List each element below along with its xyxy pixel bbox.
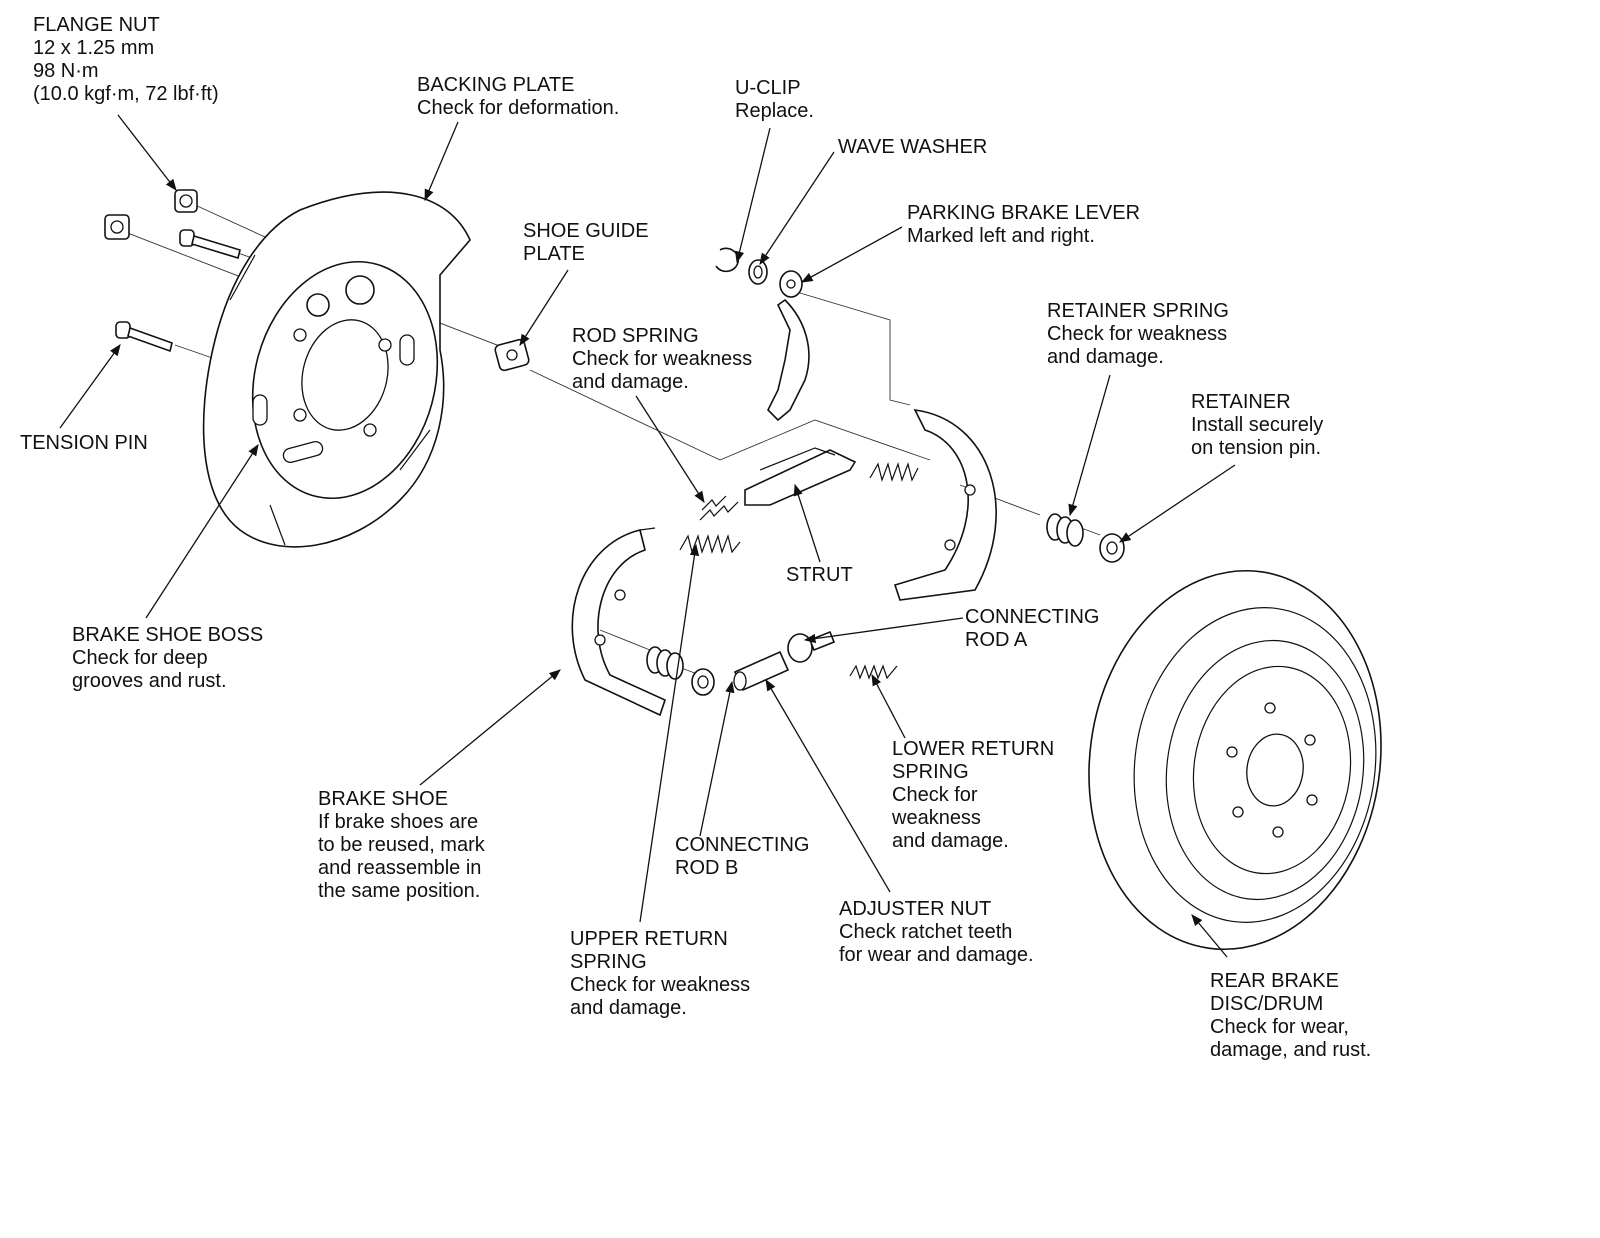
label-note: and damage. — [570, 997, 687, 1019]
adjuster-shape — [733, 630, 836, 692]
label-rod-spring: ROD SPRING Check for weakness and damage… — [572, 325, 752, 394]
label-u-clip: U-CLIP Replace. — [735, 77, 814, 123]
leader-lines — [59, 114, 1236, 958]
label-retainer-spring: RETAINER SPRING Check for weakness and d… — [1047, 300, 1229, 369]
label-note: DISC/DRUM — [1210, 993, 1324, 1015]
label-note: 12 x 1.25 mm — [33, 37, 155, 59]
label-title: SHOE GUIDE — [523, 220, 649, 242]
label-note: Check ratchet teeth — [839, 921, 1013, 943]
label-note: (10.0 kgf·m, 72 lbf·ft) — [33, 83, 219, 105]
shoe-spring-shape — [869, 461, 919, 483]
label-title: PARKING BRAKE LEVER — [907, 202, 1141, 224]
label-note: weakness — [892, 807, 981, 829]
label-note: grooves and rust. — [72, 670, 227, 692]
bolt-shape — [179, 229, 241, 260]
shoe-guide-plate-shape — [494, 338, 530, 372]
label-title: CONNECTING — [965, 606, 1100, 628]
label-connecting-rod-a: CONNECTING ROD A — [965, 606, 1099, 652]
lower-return-spring-shape — [849, 664, 898, 680]
tension-pin-shape — [115, 321, 173, 353]
label-title: LOWER RETURN — [892, 738, 1055, 760]
label-title: FLANGE NUT — [33, 14, 160, 36]
label-title: WAVE WASHER — [838, 136, 988, 158]
label-note: and damage. — [892, 830, 1009, 852]
u-clip-shape — [715, 247, 739, 273]
retainer-spring-shape — [1046, 513, 1084, 547]
label-retainer: RETAINER Install securely on tension pin… — [1191, 391, 1323, 460]
label-note: SPRING — [570, 951, 647, 973]
label-note: ROD A — [965, 629, 1028, 651]
label-note: PLATE — [523, 243, 585, 265]
label-note: ROD B — [675, 857, 739, 879]
label-note: to be reused, mark — [318, 834, 485, 856]
label-note: for wear and damage. — [839, 944, 1034, 966]
retainer-shape — [1099, 533, 1125, 563]
label-note: If brake shoes are — [318, 811, 479, 833]
rear-brake-disc-drum-shape — [1088, 569, 1382, 951]
label-parking-brake-lever: PARKING BRAKE LEVER Marked left and righ… — [907, 202, 1140, 248]
shoe-retainer-shape — [691, 668, 715, 696]
label-title: BRAKE SHOE BOSS — [72, 624, 264, 646]
label-wave-washer: WAVE WASHER — [838, 136, 987, 159]
label-flange-nut: FLANGE NUT 12 x 1.25 mm 98 N·m (10.0 kgf… — [33, 14, 219, 106]
label-title: REAR BRAKE — [1210, 970, 1339, 992]
rod-spring-shape — [699, 495, 739, 521]
label-note: the same position. — [318, 880, 481, 902]
label-note: on tension pin. — [1191, 437, 1322, 459]
label-note: Check for weakness — [572, 348, 753, 370]
label-rear-brake-disc-drum: REAR BRAKE DISC/DRUM Check for wear, dam… — [1210, 970, 1371, 1062]
label-note: 98 N·m — [33, 60, 99, 82]
label-lower-return-spring: LOWER RETURN SPRING Check for weakness a… — [892, 738, 1054, 853]
label-title: ROD SPRING — [572, 325, 699, 347]
label-backing-plate: BACKING PLATE Check for deformation. — [417, 74, 619, 120]
label-strut: STRUT — [786, 564, 853, 587]
label-note: Check for weakness — [570, 974, 751, 996]
label-note: Replace. — [735, 100, 814, 122]
label-note: Check for — [892, 784, 978, 806]
wave-washer-shape — [748, 259, 768, 285]
label-title: CONNECTING — [675, 834, 810, 856]
label-brake-shoe-boss: BRAKE SHOE BOSS Check for deep grooves a… — [72, 624, 263, 693]
upper-return-spring-shape — [679, 533, 741, 555]
label-note: and reassemble in — [318, 857, 482, 879]
label-shoe-guide-plate: SHOE GUIDE PLATE — [523, 220, 649, 266]
label-title: RETAINER SPRING — [1047, 300, 1229, 322]
label-tension-pin: TENSION PIN — [20, 432, 148, 455]
label-upper-return-spring: UPPER RETURN SPRING Check for weakness a… — [570, 928, 750, 1020]
flange-nut-shapes — [104, 189, 198, 240]
label-note: Check for wear, — [1210, 1016, 1349, 1038]
label-title: U-CLIP — [735, 77, 801, 99]
label-note: Check for deep — [72, 647, 208, 669]
label-title: UPPER RETURN — [570, 928, 728, 950]
label-title: BRAKE SHOE — [318, 788, 449, 810]
label-note: Check for deformation. — [417, 97, 620, 119]
label-title: RETAINER — [1191, 391, 1291, 413]
label-title: ADJUSTER NUT — [839, 898, 992, 920]
label-note: SPRING — [892, 761, 969, 783]
parking-brake-lever-shape — [767, 270, 810, 422]
label-title: STRUT — [786, 564, 853, 586]
left-brake-shoe-shape — [571, 527, 666, 717]
backing-plate-shape — [202, 191, 471, 548]
label-adjuster-nut: ADJUSTER NUT Check ratchet teeth for wea… — [839, 898, 1034, 967]
label-brake-shoe: BRAKE SHOE If brake shoes are to be reus… — [318, 788, 485, 903]
label-title: BACKING PLATE — [417, 74, 575, 96]
shoe-retainer-spring-shape — [646, 646, 684, 680]
label-connecting-rod-b: CONNECTING ROD B — [675, 834, 809, 880]
label-title: TENSION PIN — [20, 432, 148, 454]
label-note: and damage. — [1047, 346, 1164, 368]
label-note: damage, and rust. — [1210, 1039, 1372, 1061]
label-note: Install securely — [1191, 414, 1324, 436]
label-note: Marked left and right. — [907, 225, 1095, 247]
strut-shape — [744, 447, 857, 506]
label-note: Check for weakness — [1047, 323, 1228, 345]
right-brake-shoe-shape — [893, 409, 997, 601]
label-note: and damage. — [572, 371, 689, 393]
